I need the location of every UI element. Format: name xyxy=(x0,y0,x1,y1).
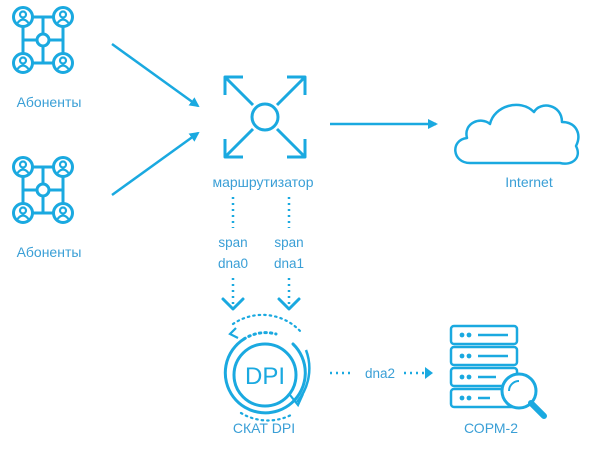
router-node: маршрутизатор xyxy=(212,75,314,190)
span-left-line1: span xyxy=(218,235,247,250)
span-left-line2: dna0 xyxy=(218,256,248,271)
router-arrows-icon xyxy=(223,75,307,159)
span-right-link: span dna1 xyxy=(274,197,304,311)
server-search-icon xyxy=(449,324,547,419)
link-subscribers-top-to-router xyxy=(111,42,200,108)
dpi-to-sorm-label: dna2 xyxy=(365,366,395,381)
router-label: маршрутизатор xyxy=(212,174,313,190)
subscribers-top-node: Абоненты xyxy=(14,8,82,110)
dpi-badge-text: DPI xyxy=(245,363,285,390)
span-right-line1: span xyxy=(274,235,303,250)
cloud-icon xyxy=(454,103,580,165)
sorm-label: СОРМ-2 xyxy=(464,420,518,436)
link-subscribers-bottom-to-router xyxy=(111,131,200,197)
dpi-label: СКАТ DPI xyxy=(233,420,295,436)
subscribers-top-label: Абоненты xyxy=(17,94,82,110)
span-right-line2: dna1 xyxy=(274,256,304,271)
subscribers-network-icon xyxy=(14,158,73,223)
dpi-to-sorm-link: dna2 xyxy=(330,366,433,381)
subscribers-bottom-node: Абоненты xyxy=(14,158,82,260)
sorm-node: СОРМ-2 xyxy=(449,324,547,436)
span-left-link: span dna0 xyxy=(218,197,248,311)
dpi-circle-icon xyxy=(223,313,311,422)
internet-node: Internet xyxy=(454,103,580,190)
subscribers-network-icon xyxy=(14,8,73,73)
subscribers-bottom-label: Абоненты xyxy=(17,244,82,260)
dpi-node: DPI СКАТ DPI xyxy=(223,313,311,436)
internet-label: Internet xyxy=(505,174,553,190)
